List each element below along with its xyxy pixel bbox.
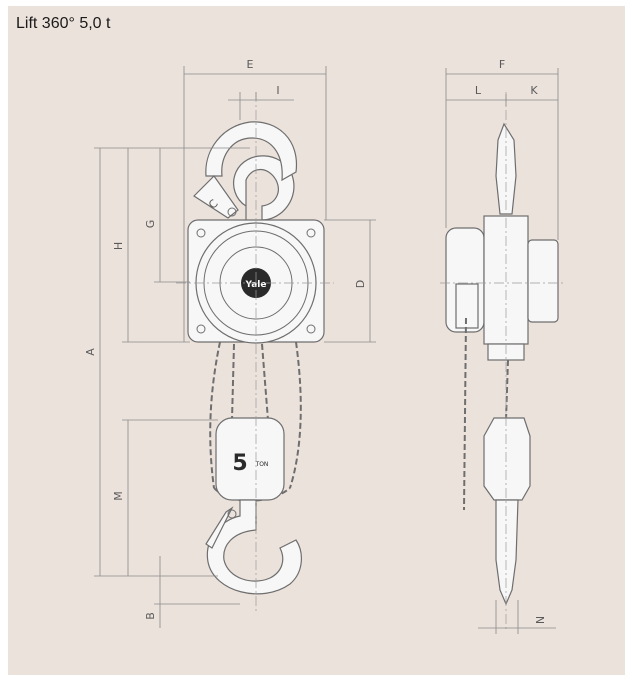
hand-chain-right	[289, 341, 302, 489]
side-chain-guide	[455, 283, 479, 329]
dim-label-h: H	[112, 242, 125, 250]
side-bottom-block	[483, 417, 531, 501]
bottom-safety-latch	[205, 506, 234, 549]
dim-label-l: L	[475, 84, 482, 97]
hook-shank	[205, 121, 298, 182]
dim-label-i: I	[276, 84, 279, 97]
dim-label-n: N	[534, 616, 547, 624]
dim-label-b: B	[144, 612, 157, 620]
load-chain-left	[231, 343, 235, 421]
load-chain-right	[261, 343, 269, 421]
dimension-lines	[94, 66, 559, 634]
housing-bolt-tr	[306, 228, 316, 238]
hand-chain-left	[209, 341, 221, 489]
page-title: Lift 360° 5,0 t	[16, 15, 111, 32]
bottom-block	[215, 417, 285, 501]
front-view: Yale 5 TON	[176, 92, 334, 612]
block-number: 5	[232, 451, 247, 476]
side-hand-chain	[463, 317, 467, 511]
dim-label-k: K	[530, 84, 538, 97]
dim-label-g: G	[144, 220, 157, 229]
dim-label-e: E	[247, 58, 254, 71]
dim-label-a: A	[84, 348, 97, 356]
housing-bolt-br	[306, 324, 316, 334]
dim-label-f: F	[499, 58, 505, 71]
dim-label-m: M	[112, 491, 125, 501]
bottom-hook	[206, 499, 302, 595]
latch-pivot-top	[227, 207, 237, 217]
dim-label-d: D	[354, 280, 367, 288]
housing-bolt-bl	[196, 324, 206, 334]
block-unit: TON	[255, 461, 269, 468]
side-load-chain	[505, 359, 509, 421]
housing-bolt-tl	[196, 228, 206, 238]
side-bottom-hook	[495, 499, 519, 606]
logo-text: Yale	[245, 280, 267, 290]
side-housing-right	[527, 239, 559, 323]
top-safety-latch	[193, 175, 239, 219]
side-view	[440, 92, 566, 630]
top-hook	[233, 155, 295, 221]
latch-pivot-bottom	[227, 509, 237, 519]
